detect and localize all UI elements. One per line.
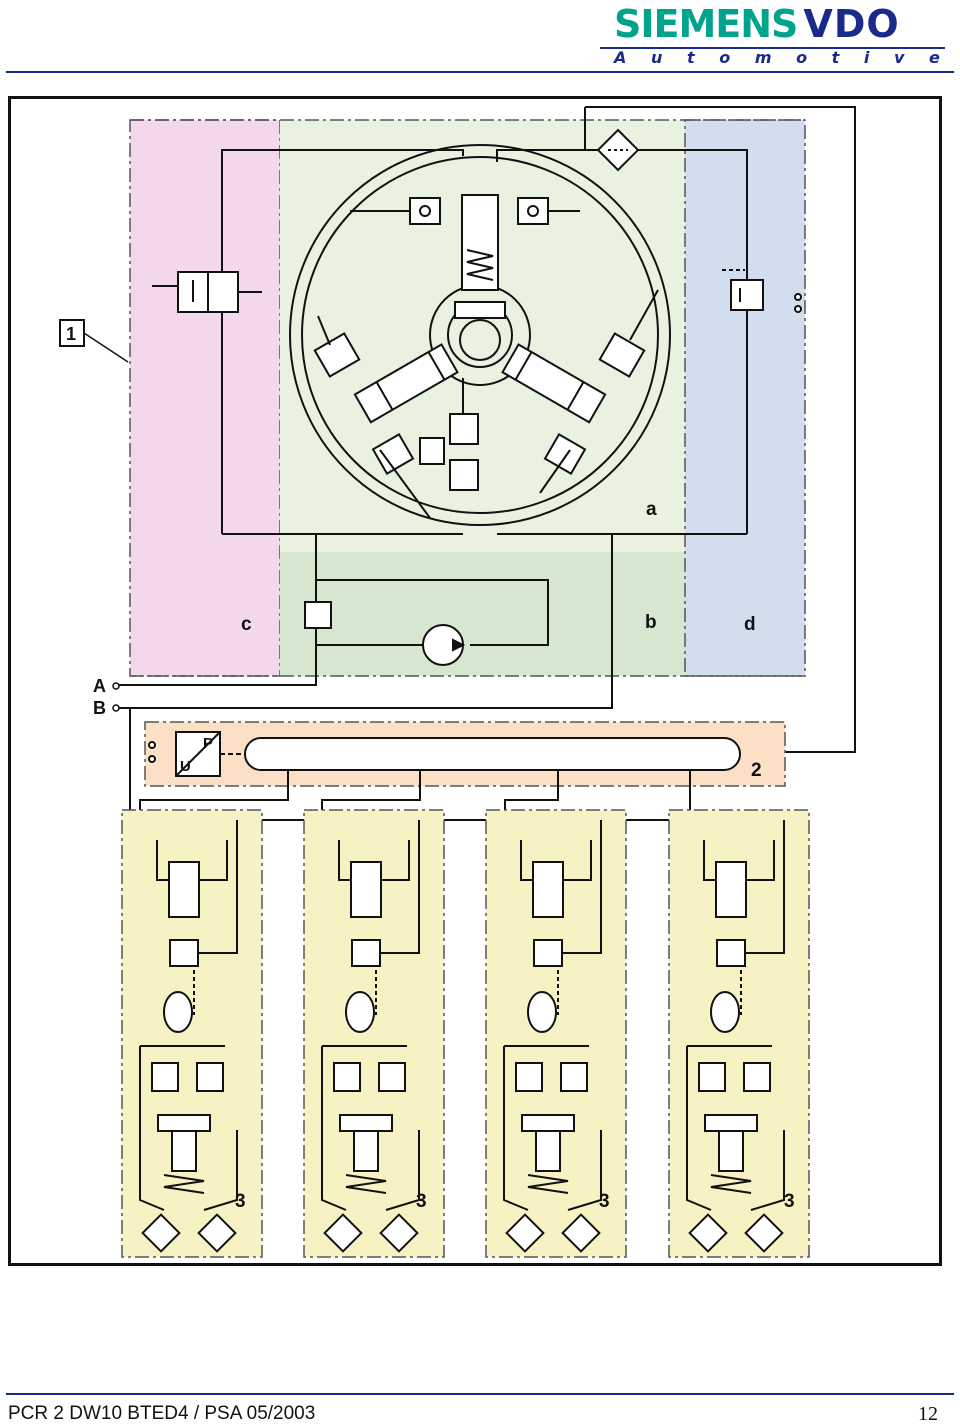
common-rail (244, 737, 741, 771)
injector-4-label: 3 (784, 1191, 795, 1212)
transfer-pump-circuit (118, 534, 613, 709)
port-a-node (112, 682, 120, 690)
zone-b-label: b (645, 612, 657, 633)
injector-3-label: 3 (599, 1191, 610, 1212)
sensor-p-label: P (203, 735, 213, 752)
sensor-u-label: U (180, 758, 191, 775)
zone-d-area (684, 119, 806, 677)
footer-divider (6, 1393, 954, 1395)
injector-unit (668, 809, 810, 1258)
callout-1-label: 1 (66, 324, 76, 344)
pump-lines (221, 149, 748, 535)
injector-group (121, 809, 810, 1258)
footer-document-ref: PCR 2 DW10 BTED4 / PSA 05/2003 (8, 1403, 316, 1424)
port-b-node (112, 704, 120, 712)
zone-c-label: c (241, 614, 252, 635)
volume-control-valve (722, 269, 802, 313)
pump-piston-top (454, 194, 506, 319)
injector-unit (303, 809, 445, 1258)
port-a-label: A (93, 676, 106, 696)
rail-pressure-sensor (148, 731, 245, 777)
fuel-filter (584, 106, 856, 753)
zone-c-area (129, 119, 281, 677)
logo-siemens: SIEMENS (614, 2, 798, 46)
pressure-control-valve (152, 271, 262, 313)
diagram-frame (8, 96, 942, 1266)
logo-rule (600, 47, 945, 49)
zone-a-label: a (646, 499, 657, 520)
radial-pump (289, 144, 671, 526)
check-valves (313, 197, 646, 491)
pump-piston-right (501, 343, 607, 424)
injector-2-label: 3 (416, 1191, 427, 1212)
pump-piston-left (353, 343, 459, 424)
callout-2-label: 2 (751, 760, 762, 781)
header-divider (6, 71, 954, 73)
injector-unit (485, 809, 627, 1258)
injector-unit (121, 809, 263, 1258)
port-b-label: B (93, 698, 106, 718)
zone-b-area (280, 552, 685, 676)
footer-page-number: 12 (918, 1403, 938, 1425)
injector-1-label: 3 (235, 1191, 246, 1212)
zone-d-label: d (744, 614, 756, 635)
callout-1 (59, 319, 129, 363)
logo-tagline: A u t o m o t i v e (614, 48, 940, 67)
logo-vdo: VDO (803, 2, 900, 46)
